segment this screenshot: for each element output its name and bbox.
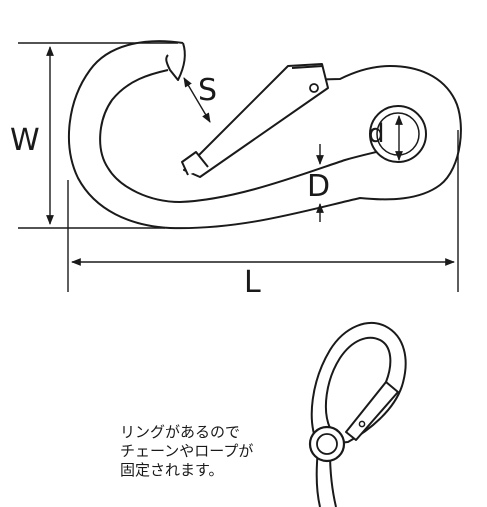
s-dimension-line	[183, 77, 211, 123]
small-hook-inner	[324, 336, 392, 429]
caption-text: リングがあるので チェーンやロープが 固定されます。	[120, 423, 320, 480]
eye-label: d	[368, 119, 385, 149]
small-hook-gate	[345, 381, 399, 441]
caption-line: リングがあるので	[120, 423, 241, 441]
caption-line: チェーンやロープが	[120, 442, 254, 460]
w-label: W	[10, 123, 40, 158]
l-label: L	[244, 265, 261, 300]
hook-nose	[165, 42, 186, 81]
caption-line: 固定されます。	[120, 461, 224, 479]
dimension-lines	[18, 42, 459, 292]
gate-pin	[309, 83, 319, 93]
snap-hook-with-ring	[308, 322, 407, 507]
hook-gate	[181, 63, 329, 178]
s-label: S	[198, 73, 217, 108]
d-label: D	[307, 169, 330, 204]
